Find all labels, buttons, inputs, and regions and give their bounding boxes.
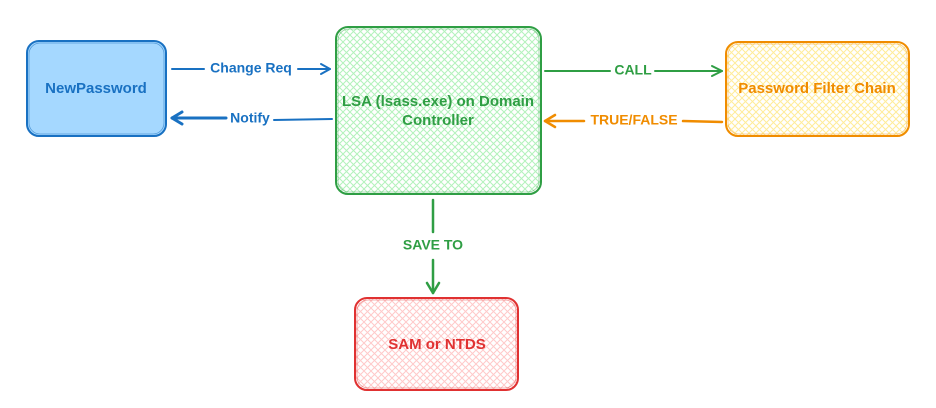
sam-node: SAM or NTDS <box>354 297 519 391</box>
save-to-label: SAVE TO <box>403 237 463 253</box>
lsa-label-line1: LSA (lsass.exe) on Domain <box>342 93 534 110</box>
notify-label: Notify <box>230 110 270 126</box>
new-password-node: NewPassword <box>26 40 167 137</box>
call-label: CALL <box>614 62 652 78</box>
notify-arrow: Notify <box>170 110 333 126</box>
sam-label: SAM or NTDS <box>388 336 486 353</box>
true-false-label: TRUE/FALSE <box>590 112 677 128</box>
filter-chain-node: Password Filter Chain <box>725 41 910 137</box>
true-false-arrow: TRUE/FALSE <box>543 112 724 129</box>
change-req-label: Change Req <box>210 60 292 76</box>
call-arrow: CALL <box>544 62 723 78</box>
lsa-node: LSA (lsass.exe) on Domain Controller <box>335 26 542 195</box>
lsa-label-line2: Controller <box>402 112 474 129</box>
change-req-arrow: Change Req <box>171 60 331 76</box>
filter-chain-label: Password Filter Chain <box>738 80 896 97</box>
save-to-arrow: SAVE TO <box>403 198 463 295</box>
new-password-label: NewPassword <box>45 80 147 97</box>
